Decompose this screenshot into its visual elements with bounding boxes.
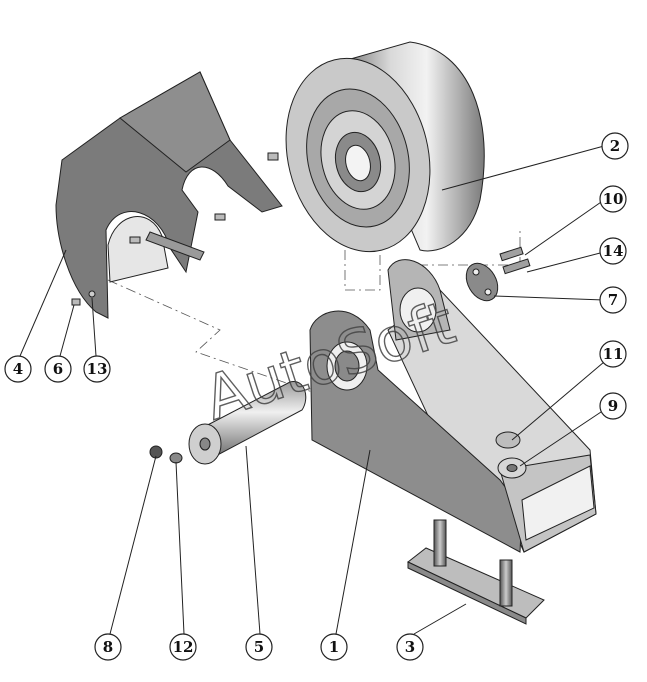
bracket-body	[309, 259, 597, 553]
washer-plate	[465, 246, 531, 302]
cover-bolts	[71, 152, 279, 306]
callout-label: 13	[87, 360, 108, 378]
callout-8: 8	[94, 633, 122, 661]
callout-14: 14	[599, 237, 627, 265]
callout-7: 7	[599, 286, 627, 314]
callout-label: 14	[603, 242, 624, 260]
callout-13: 13	[83, 355, 111, 383]
callout-label: 1	[329, 638, 339, 656]
callout-label: 6	[53, 360, 63, 378]
pivot-pin	[188, 381, 307, 465]
callout-label: 4	[13, 360, 23, 378]
callout-label: 11	[603, 345, 624, 363]
leader-lines	[19, 145, 605, 635]
callout-label: 7	[608, 291, 618, 309]
guard-cover	[55, 71, 283, 319]
callout-label: 12	[173, 638, 194, 656]
callout-10: 10	[599, 185, 627, 213]
callout-2: 2	[601, 132, 629, 160]
small-nut-and-nipple	[149, 445, 183, 464]
callout-9: 9	[599, 392, 627, 420]
callout-11: 11	[599, 340, 627, 368]
callout-label: 8	[103, 638, 113, 656]
callout-label: 9	[608, 397, 618, 415]
callout-label: 5	[254, 638, 264, 656]
callout-3: 3	[396, 633, 424, 661]
callout-5: 5	[245, 633, 273, 661]
callout-label: 3	[405, 638, 415, 656]
callout-12: 12	[169, 633, 197, 661]
roller-wheel	[285, 41, 485, 253]
nut-and-washer	[495, 431, 527, 479]
callout-4: 4	[4, 355, 32, 383]
callout-1: 1	[320, 633, 348, 661]
base-plate	[407, 519, 545, 625]
callout-label: 2	[610, 137, 620, 155]
callout-label: 10	[603, 190, 624, 208]
callout-6: 6	[44, 355, 72, 383]
